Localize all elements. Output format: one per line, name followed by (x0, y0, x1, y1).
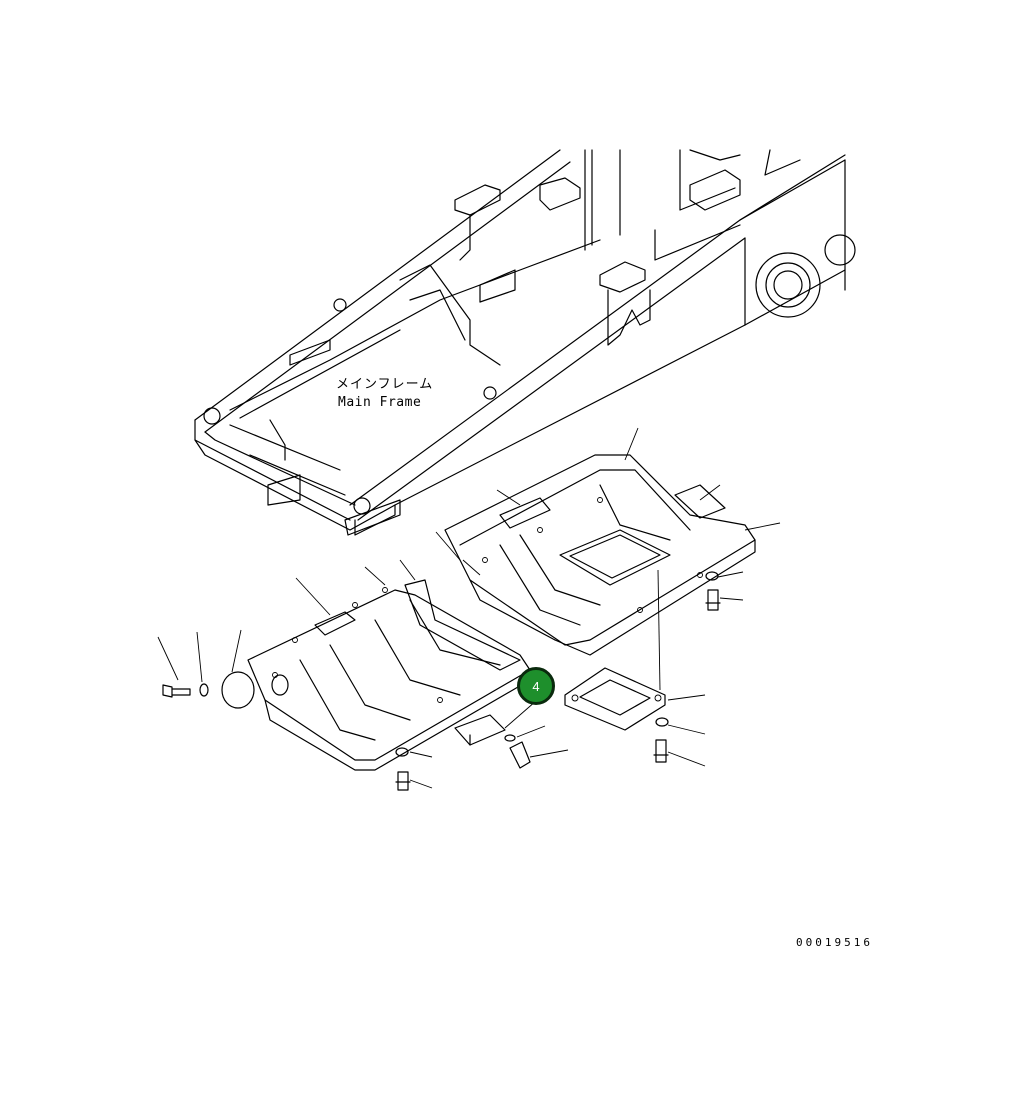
small-bracket (454, 714, 506, 746)
main-frame-assembly (194, 149, 856, 536)
bolt-front (395, 747, 411, 791)
main-frame-label-en: Main Frame (338, 395, 422, 410)
part-callout-4[interactable]: 4 (517, 667, 555, 705)
bolt-middle (504, 734, 531, 769)
callout-number: 4 (532, 678, 540, 694)
bolt-rear-upper (705, 571, 721, 611)
leader-lines (157, 427, 781, 789)
bolt-plate (653, 717, 669, 763)
inspection-plate (564, 667, 666, 731)
rear-under-cover (444, 454, 756, 656)
main-frame-label-jp: メインフレーム (336, 377, 434, 392)
front-under-cover (221, 579, 531, 771)
bolt-left (162, 683, 209, 698)
drawing-code: 00019516 (796, 936, 873, 949)
